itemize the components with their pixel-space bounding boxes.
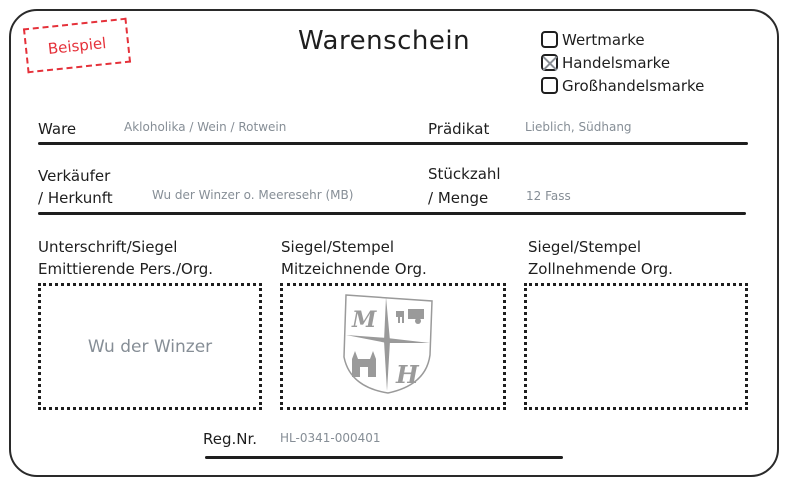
stueckzahl-value[interactable]: 12 Fass <box>526 189 571 203</box>
signature-issuer-heading: Unterschrift/Siegel Emittierende Pers./O… <box>38 236 213 280</box>
checkbox-handelsmarke[interactable]: Handelsmarke <box>541 51 704 74</box>
checkbox-wertmarke[interactable]: Wertmarke <box>541 28 704 51</box>
ware-label: Ware <box>38 120 77 138</box>
heading-line2: Emittierende Pers./Org. <box>38 260 214 278</box>
svg-text:M: M <box>351 307 377 333</box>
signature-cosigner-heading: Siegel/Stempel Mitzeichnende Org. <box>281 236 427 280</box>
signature-issuer-box[interactable]: Wu der Winzer <box>38 283 262 410</box>
heading-line1: Siegel/Stempel <box>528 238 642 256</box>
ware-underline <box>38 142 748 145</box>
ware-value[interactable]: Akloholika / Wein / Rotwein <box>124 120 287 134</box>
verkaeufer-label-line2: / Herkunft <box>38 189 113 207</box>
checkbox-label: Großhandelsmarke <box>562 76 705 95</box>
stueckzahl-label-line1: Stückzahl <box>428 165 501 183</box>
verkaeufer-value[interactable]: Wu der Winzer o. Meeresehr (MB) <box>152 188 354 202</box>
signature-customs-heading: Siegel/Stempel Zollnehmende Org. <box>528 236 673 280</box>
checkbox-grosshandelsmarke[interactable]: Großhandelsmarke <box>541 74 704 97</box>
registration-value[interactable]: HL-0341-000401 <box>280 431 381 445</box>
registration-underline <box>205 456 563 459</box>
signature-issuer-name: Wu der Winzer <box>87 336 213 357</box>
praedikat-label: Prädikat <box>428 120 490 138</box>
heading-line2: Mitzeichnende Org. <box>281 260 427 278</box>
warenschein-card <box>9 9 779 477</box>
svg-text:H: H <box>395 360 420 389</box>
stueckzahl-label-line2: / Menge <box>428 189 489 207</box>
checkbox-box-checked[interactable] <box>541 54 558 71</box>
checkbox-label: Handelsmarke <box>562 53 671 72</box>
signature-customs-box[interactable] <box>524 283 748 410</box>
signature-cosigner-box[interactable]: M H <box>280 283 506 410</box>
page-title: Warenschein <box>298 26 471 56</box>
example-stamp-label: Beispiel <box>46 33 108 58</box>
praedikat-value[interactable]: Lieblich, Südhang <box>525 120 632 134</box>
mark-type-checkboxes: Wertmarke Handelsmarke Großhandelsmarke <box>541 28 704 97</box>
heading-line1: Unterschrift/Siegel <box>38 238 178 256</box>
checkbox-box[interactable] <box>541 31 558 48</box>
checkbox-label: Wertmarke <box>562 30 645 49</box>
registration-label: Reg.Nr. <box>203 430 258 448</box>
heading-line2: Zollnehmende Org. <box>528 260 673 278</box>
heading-line1: Siegel/Stempel <box>281 238 395 256</box>
verkaeufer-underline <box>38 212 746 215</box>
checkbox-box[interactable] <box>541 77 558 94</box>
verkaeufer-label-line1: Verkäufer <box>38 167 111 185</box>
coat-of-arms-seal-icon: M H <box>343 294 433 394</box>
